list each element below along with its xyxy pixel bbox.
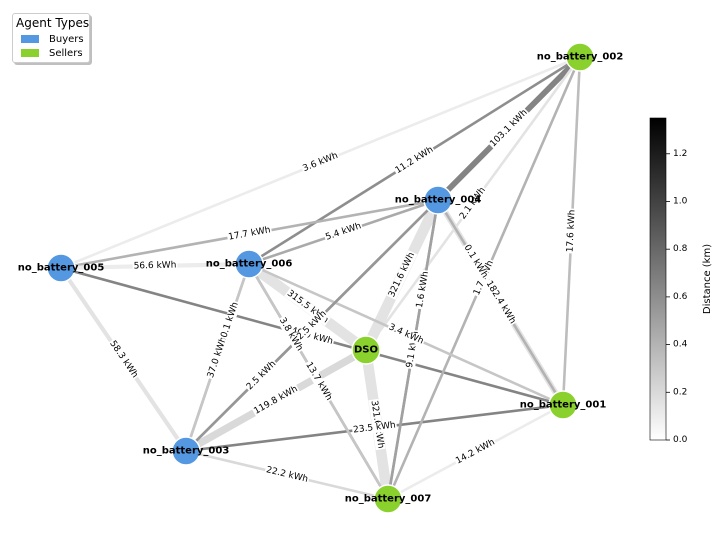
- node-no_battery_003[interactable]: [171, 436, 201, 466]
- edge-label-background: [461, 242, 490, 281]
- node-no_battery_002[interactable]: [565, 42, 595, 72]
- edge-label-group: 58.3 kWh: [106, 338, 141, 381]
- edge-label-group: 17.6 kWh: [565, 208, 578, 254]
- node-label-no_battery_003: no_battery_003: [143, 446, 230, 457]
- edge-label-group: 321.6 kWh: [386, 250, 418, 300]
- edge-label-background: [386, 321, 426, 348]
- edge-label-background: [244, 358, 279, 394]
- node-no_battery_001[interactable]: [548, 390, 578, 420]
- node-DSO[interactable]: [351, 335, 381, 365]
- edge-label: 1.6 kWh: [415, 271, 431, 309]
- edge-label-group: 17.7 kWh: [226, 225, 273, 243]
- edge-label: 22.2 kWh: [265, 465, 309, 485]
- edge-label-group: 11.2 kWh: [392, 144, 437, 177]
- legend-label-buyers: Buyers: [49, 34, 84, 45]
- node-label-no_battery_005: no_battery_005: [18, 263, 105, 274]
- legend-item-buyers: Buyers: [21, 34, 84, 45]
- colorbar-tick-label: 1.0: [673, 196, 688, 206]
- nodes-layer: no_battery_002 no_battery_004 no_battery_0…: [18, 42, 624, 514]
- colorbar-title: Distance (km): [702, 244, 713, 314]
- edge-label-group: 0.1 kWh: [219, 300, 242, 341]
- colorbar: 0.0 0.2 0.4 0.6 0.8 1.0 1.2 Distance (km): [649, 117, 713, 445]
- edge-label: 321.6 kWh: [387, 251, 417, 299]
- node-no_battery_004[interactable]: [423, 185, 453, 215]
- edge-label: 37.0 kWh: [206, 336, 229, 380]
- edge-label-background: [453, 437, 498, 467]
- edge-label-background: [323, 221, 364, 243]
- edge-label: 0.1 kWh: [219, 301, 240, 339]
- node-label-DSO: DSO: [354, 345, 378, 356]
- legend-title: Agent Types: [16, 16, 90, 30]
- edge-label: 5.4 kWh: [324, 221, 362, 242]
- edge-label-group: 3.6 kWh: [300, 150, 341, 175]
- legend-item-sellers: Sellers: [21, 48, 83, 59]
- edge-label-background: [300, 150, 341, 175]
- edge-label-group: 56.6 kWh: [132, 260, 178, 272]
- node-label-no_battery_001: no_battery_001: [520, 400, 607, 411]
- edge-label-background: [457, 184, 489, 223]
- edge-label: 103.1 kWh: [488, 108, 529, 149]
- edge-label: 58.3 kWh: [107, 339, 139, 380]
- edge-label-background: [264, 464, 310, 486]
- node-no_battery_006[interactable]: [234, 249, 264, 279]
- edge-label-group: 182.4 kWh: [483, 278, 518, 327]
- edge-label: 3.6 kWh: [301, 151, 339, 174]
- edge-label-background: [106, 338, 141, 381]
- edge-label-background: [392, 144, 437, 177]
- colorbar-ticks: 0.0 0.2 0.4 0.6 0.8 1.0 1.2: [666, 149, 688, 445]
- edges-layer: [58, 54, 583, 505]
- legend: Agent Types Buyers Sellers: [12, 13, 90, 63]
- edge-label-background: [386, 250, 418, 300]
- node-label-no_battery_004: no_battery_004: [395, 195, 482, 206]
- edge-label: 14.2 kWh: [454, 437, 496, 466]
- edge-label-background: [226, 225, 273, 243]
- colorbar-tick-label: 0.0: [673, 435, 688, 445]
- edge-label-background: [276, 315, 305, 354]
- edge-label: 11.2 kWh: [394, 145, 436, 176]
- edge-label-group: 22.2 kWh: [264, 464, 310, 486]
- edge-label: 182.4 kWh: [484, 279, 518, 326]
- edge-label: 3.4 kWh: [387, 322, 425, 346]
- node-label-no_battery_006: no_battery_006: [206, 259, 293, 270]
- edge-label-group: 2.5 kWh: [244, 358, 279, 394]
- colorbar-gradient: [649, 117, 667, 441]
- colorbar-tick-label: 1.2: [673, 149, 687, 159]
- edge-label-group: 5.4 kWh: [323, 221, 364, 243]
- node-label-no_battery_002: no_battery_002: [537, 52, 624, 63]
- edge-label: 119.8 kWh: [252, 384, 299, 416]
- edge-label-group: 14.2 kWh: [453, 437, 498, 467]
- colorbar-tick-label: 0.4: [673, 340, 688, 350]
- legend-label-sellers: Sellers: [49, 48, 83, 59]
- colorbar-tick-label: 0.8: [673, 244, 688, 254]
- edge-label: 17.6 kWh: [565, 209, 577, 252]
- edge-label-background: [219, 300, 242, 341]
- edge-label: 2.5 kWh: [245, 359, 278, 392]
- edge-label: 56.6 kWh: [134, 261, 177, 272]
- edge-label: 17.7 kWh: [228, 225, 272, 242]
- node-no_battery_005[interactable]: [46, 253, 76, 283]
- legend-swatch-buyers: [21, 35, 39, 43]
- colorbar-tick-label: 0.2: [673, 387, 687, 397]
- edge-label-background: [205, 334, 230, 381]
- edge-label-background: [414, 269, 432, 310]
- edge-label-group: 119.8 kWh: [251, 383, 301, 418]
- legend-swatch-sellers: [21, 49, 39, 57]
- edge-label-group: 103.1 kWh: [487, 107, 531, 150]
- edge-label-background: [132, 260, 178, 272]
- edge-label-background: [302, 359, 335, 404]
- edge-label-background: [351, 420, 398, 436]
- edge-label-background: [294, 308, 330, 343]
- edge-label-group: 37.0 kWh: [205, 334, 230, 381]
- edge-label-group: 3.4 kWh: [386, 321, 426, 348]
- edge-label-background: [565, 208, 578, 254]
- edge-label-background: [487, 107, 531, 150]
- colorbar-tick-label: 0.6: [673, 292, 688, 302]
- edge-label-group: 1.6 kWh: [414, 269, 432, 310]
- node-no_battery_007[interactable]: [373, 484, 403, 514]
- edge-label-background: [251, 383, 301, 418]
- node-label-no_battery_007: no_battery_007: [345, 494, 432, 505]
- edge-label-background: [483, 278, 518, 327]
